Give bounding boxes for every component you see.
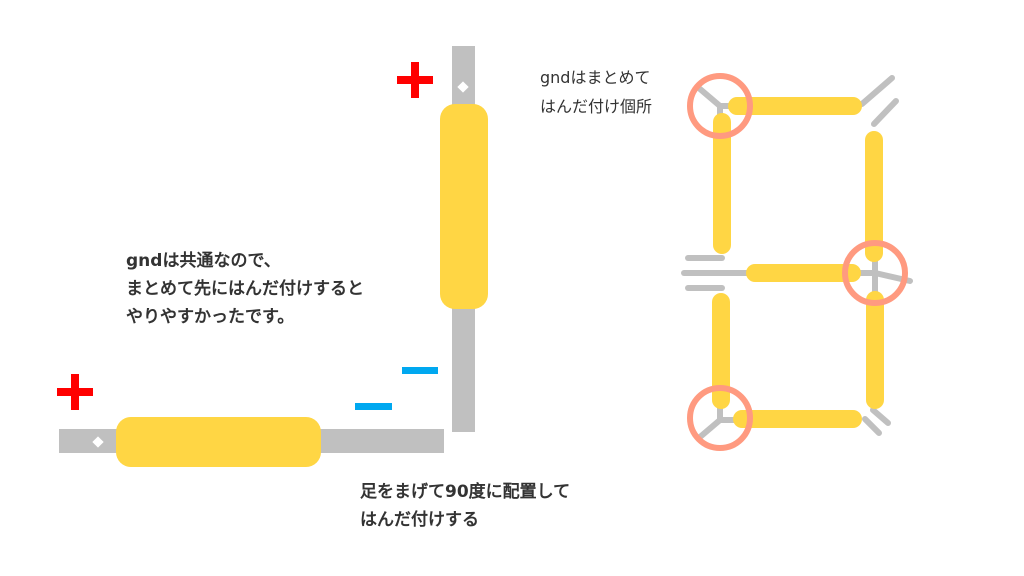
gnd-solder-highlights bbox=[687, 73, 908, 451]
note-gnd-points: gndはまとめて はんだ付け個所 bbox=[540, 63, 652, 121]
solder-point-circle-top-left bbox=[687, 73, 753, 139]
note-line: gndはまとめて bbox=[540, 68, 651, 87]
minus-sign-vertical-led bbox=[402, 367, 438, 374]
horizontal-led-body bbox=[116, 417, 321, 467]
horizontal-led bbox=[59, 417, 444, 467]
note-line: はんだ付けする bbox=[360, 510, 479, 530]
note-bend-90: 足をまげて90度に配置して はんだ付けする bbox=[360, 478, 570, 534]
segment-leads bbox=[681, 75, 913, 440]
vertical-led-body bbox=[440, 104, 488, 309]
solder-point-circle-bottom-left bbox=[687, 385, 753, 451]
plus-sign-top bbox=[397, 62, 433, 98]
note-line: まとめて先にはんだ付けすると bbox=[126, 279, 364, 299]
note-gnd-common: gndは共通なので、 まとめて先にはんだ付けすると やりやすかったです。 bbox=[126, 247, 364, 331]
vertical-led bbox=[440, 46, 488, 432]
note-line: 足をまげて90度に配置して bbox=[360, 482, 571, 502]
note-line: はんだ付け個所 bbox=[540, 97, 653, 116]
segment-bodies bbox=[712, 97, 884, 428]
solder-point-circle-middle-right bbox=[842, 240, 908, 306]
plus-sign-bottom bbox=[57, 374, 93, 410]
note-line: やりやすかったです。 bbox=[126, 307, 295, 327]
note-line: gndは共通なので、 bbox=[126, 251, 281, 271]
minus-sign-horizontal-led bbox=[355, 403, 392, 410]
